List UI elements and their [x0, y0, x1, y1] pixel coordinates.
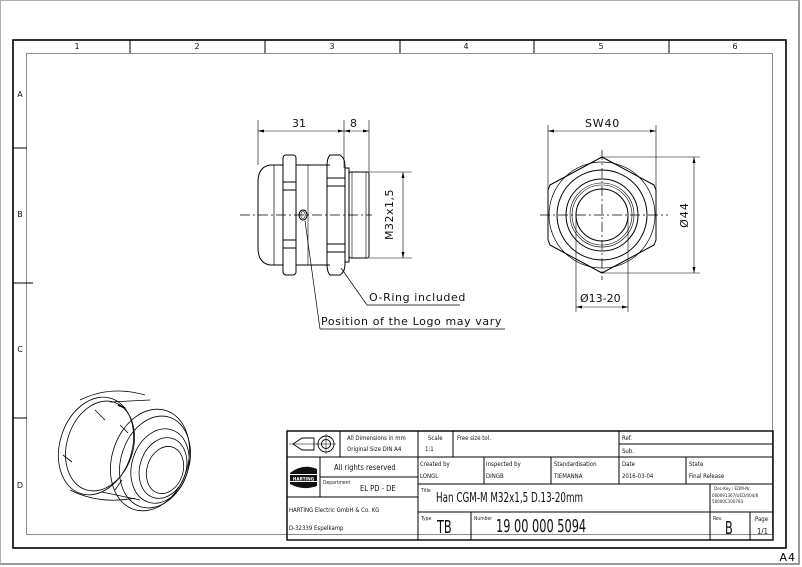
- tb-rights-reserved: All rights reserved: [334, 463, 396, 472]
- tb-number-label: Number: [474, 516, 493, 522]
- tb-page-value: 1/1: [757, 527, 768, 536]
- tb-doc-key-line2: 50000C100783: [712, 500, 744, 505]
- tb-scale-label: Scale: [428, 435, 443, 442]
- tb-state-value: Final Release: [689, 473, 725, 480]
- tb-title-value: Han CGM-M M32x1,5 D.13-20mm: [436, 491, 584, 506]
- tb-department-label: Department: [323, 480, 351, 486]
- tb-dimension-note-1: All Dimensions in mm: [347, 435, 406, 442]
- tb-title-label: Title: [421, 488, 431, 494]
- tb-state-label: State: [689, 461, 704, 468]
- zone-col-6: 6: [732, 42, 738, 51]
- tb-created-by-label: Created by: [420, 461, 450, 468]
- zone-col-2: 2: [194, 42, 200, 51]
- dim-diameter-44: Ø44: [678, 202, 691, 228]
- callout-o-ring: O-Ring included: [369, 291, 466, 304]
- tb-inspected-by-label: Inspected by: [486, 461, 521, 468]
- tb-department-value: EL PD - DE: [360, 484, 396, 493]
- front-view: [540, 125, 700, 312]
- zone-col-5: 5: [598, 42, 604, 51]
- sheet-format-label: A4: [779, 551, 796, 564]
- dim-sw40: SW40: [585, 117, 621, 130]
- column-zone-dividers: [129, 40, 670, 53]
- tb-doc-key-line1: 000091367/UED/004/8: [712, 494, 759, 499]
- inner-frame: [26, 53, 773, 535]
- tb-number-value: 19 00 000 5094: [496, 516, 587, 537]
- tb-date-value: 2016-03-04: [622, 473, 654, 480]
- tb-type-label: Type: [421, 516, 432, 522]
- dim-length-31: 31: [292, 117, 306, 130]
- zone-col-4: 4: [463, 42, 469, 51]
- dim-length-8: 8: [350, 117, 357, 130]
- tb-tolerance: Free size tol.: [457, 435, 491, 442]
- dim-clamping-range: Ø13-20: [580, 292, 621, 305]
- tb-created-by-value: LONGL: [420, 473, 439, 480]
- zone-col-3: 3: [329, 42, 335, 51]
- tb-doc-key-label: Doc-Key / EDM-Nr.: [714, 487, 751, 492]
- svg-text:HARTING: HARTING: [293, 476, 315, 481]
- dim-thread-m32: M32x1,5: [383, 189, 396, 240]
- tb-ref-label: Ref.: [622, 435, 632, 442]
- title-block-grid: [286, 430, 774, 541]
- isometric-view: [58, 390, 191, 512]
- zone-row-a: A: [17, 90, 23, 99]
- tb-sub-label: Sub.: [622, 448, 634, 455]
- tb-scale-value: 1:1: [425, 446, 434, 453]
- tb-standardisation-label: Standardisation: [554, 461, 597, 468]
- callout-logo-position: Position of the Logo may vary: [321, 315, 502, 328]
- tb-inspected-by-value: DINGB: [486, 473, 504, 480]
- zone-row-c: C: [17, 345, 23, 354]
- tb-rev-value: B: [725, 518, 733, 539]
- tb-date-label: Date: [622, 461, 635, 468]
- zone-row-d: D: [16, 481, 24, 490]
- row-zone-dividers: [13, 147, 33, 419]
- side-view: [240, 120, 505, 330]
- zone-row-b: B: [17, 210, 23, 219]
- tb-rev-label: Rev.: [713, 516, 723, 522]
- tb-company-address: D-32339 Espelkamp: [289, 525, 344, 532]
- tb-type-value: TB: [437, 517, 452, 538]
- zone-col-1: 1: [74, 42, 80, 51]
- tb-dimension-note-2: Original Size DIN A4: [347, 446, 402, 453]
- harting-logo: HARTING: [290, 466, 317, 489]
- tb-company-name: HARTING Electric GmbH & Co. KG: [289, 507, 380, 514]
- tb-standardisation-value: TIEMANNA: [554, 473, 583, 480]
- tb-page-label: Page: [755, 516, 769, 523]
